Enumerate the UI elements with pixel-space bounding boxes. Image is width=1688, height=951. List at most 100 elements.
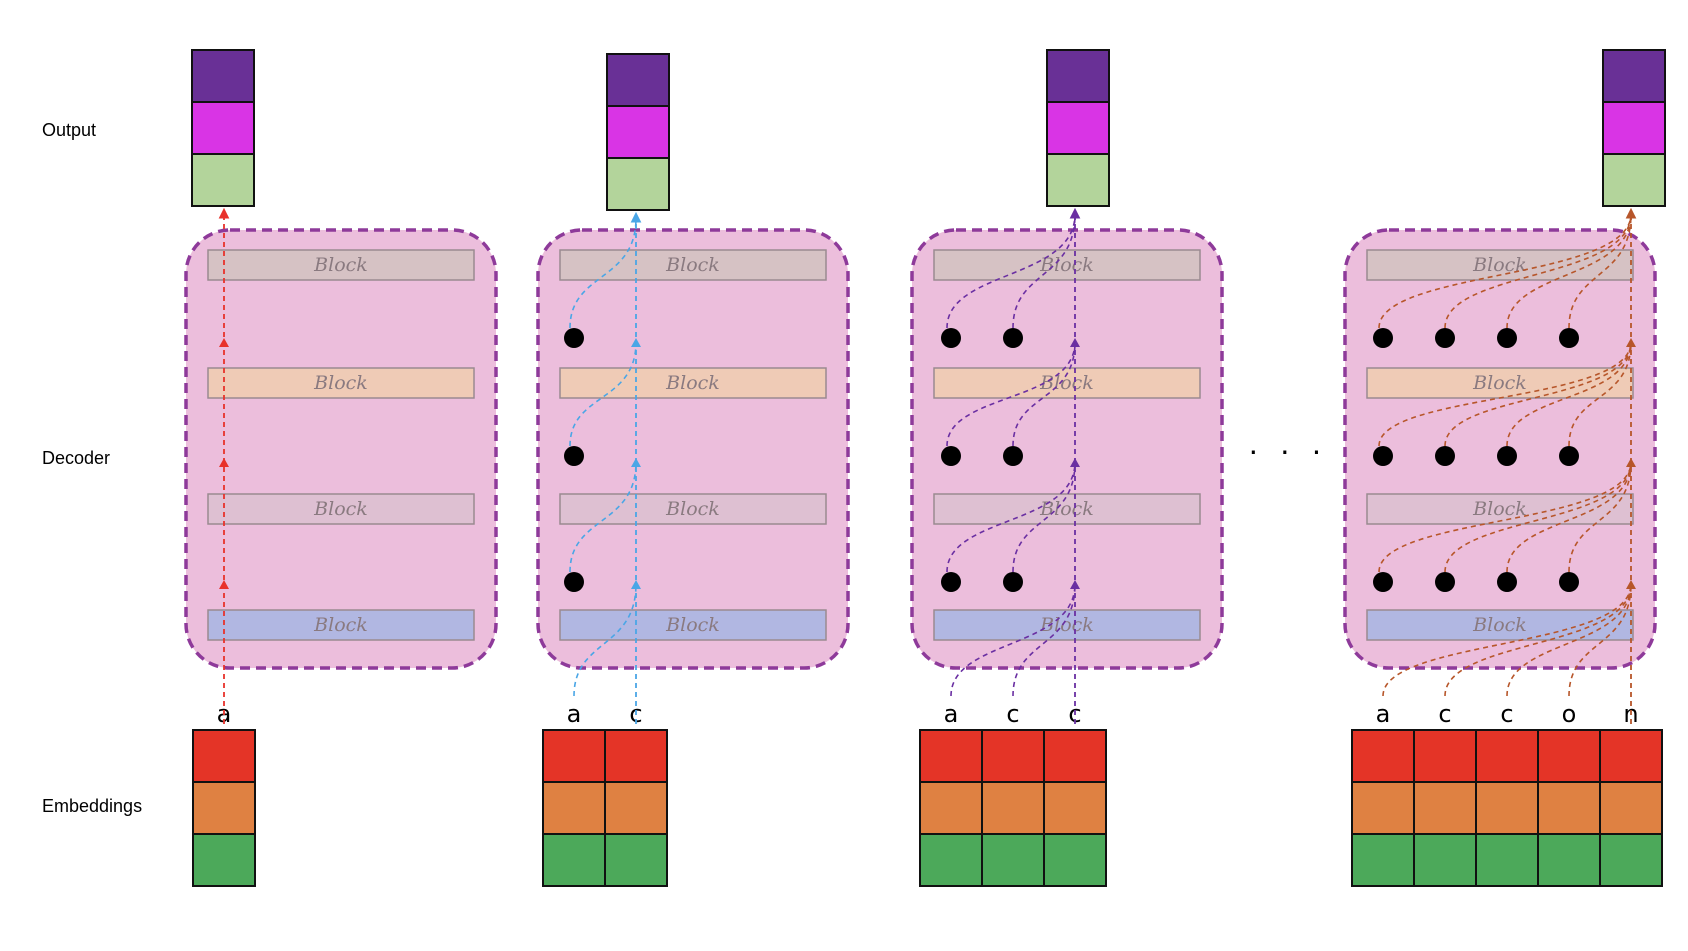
hidden-state-dot [1373,328,1393,348]
hidden-state-dot [1497,446,1517,466]
token-label: c [1006,700,1019,728]
arrowhead [1070,580,1080,589]
hidden-state-dot [1373,572,1393,592]
block-label: Block [1039,498,1094,520]
decoder-block [207,493,475,525]
embedding-cell [1599,833,1663,887]
embedding-cell [604,833,668,887]
decoder-block [933,493,1201,525]
block-label: Block [313,614,368,636]
decoder-row-label: Decoder [42,448,111,468]
embedding-cell [981,781,1045,835]
output-cell [1602,101,1666,155]
embedding-cell [604,781,668,835]
hidden-state-dot [1373,446,1393,466]
embedding-cell [1043,833,1107,887]
output-cell [606,105,670,159]
embedding-cell [1413,833,1477,887]
attention-arrow [1012,583,1076,697]
embeddings-row-label: Embeddings [42,796,143,816]
output-cell [1602,153,1666,207]
token-label: c [1500,700,1513,728]
hidden-state-dot [564,572,584,592]
embedding-cell [1475,729,1539,783]
block-label: Block [1472,498,1527,520]
embedding-cell [1413,781,1477,835]
attention-arrow [1012,461,1076,573]
embedding-cell [1599,729,1663,783]
attention-arrow [1012,213,1076,329]
embedding-cell [1351,729,1415,783]
embedding-cell [192,781,256,835]
hidden-state-dot [941,328,961,348]
hidden-state-dot [1435,572,1455,592]
embedding-cell [1043,729,1107,783]
attention-arrow [950,583,1076,697]
decoder-block [933,609,1201,641]
arrowhead [1626,580,1636,589]
attention-arrow [573,583,637,697]
block-label: Block [1472,254,1527,276]
arrowhead [631,580,641,589]
output-row-label: Output [42,120,97,140]
block-label: Block [1472,614,1527,636]
decoder-panel [184,228,498,670]
arrowhead [219,338,229,347]
block-label: Block [313,372,368,394]
embedding-cell [604,729,668,783]
arrowhead [219,580,229,589]
embedding-cell [919,781,983,835]
embedding-cell [1537,833,1601,887]
attention-arrow [569,217,637,329]
decoder-block [207,249,475,281]
attention-arrow [946,341,1076,447]
arrowhead [631,458,641,467]
output-cell [191,153,255,207]
attention-arrow [946,461,1076,573]
hidden-state-dot [941,572,961,592]
attention-arrow [1506,461,1632,573]
attention-arrow [1444,583,1632,697]
hidden-state-dot [1497,572,1517,592]
block-label: Block [665,498,720,520]
token-label: a [1376,700,1391,728]
attention-arrow [1568,583,1632,697]
token-label: a [567,700,582,728]
decoder-block [559,609,827,641]
embedding-cell [542,833,606,887]
attention-arrow [569,461,637,573]
embedding-cell [192,833,256,887]
attention-arrow [1506,213,1632,329]
arrowhead [1070,458,1080,467]
attention-arrow [1444,461,1632,573]
arrowhead [219,458,229,467]
decoder-block [1366,609,1634,641]
decoder-block [207,609,475,641]
block-label: Block [1039,254,1094,276]
attention-arrow [946,213,1076,329]
hidden-state-dot [1435,446,1455,466]
hidden-state-dot [1003,328,1023,348]
token-label: a [944,700,959,728]
block-label: Block [665,372,720,394]
attention-arrow [1568,461,1632,573]
token-label: c [1438,700,1451,728]
embedding-cell [1537,781,1601,835]
decoder-block [1366,493,1634,525]
attention-arrow [1444,213,1632,329]
token-label: o [1562,700,1577,728]
attention-arrow [569,341,637,447]
output-cell [606,157,670,211]
embedding-cell [542,729,606,783]
embedding-cell [1537,729,1601,783]
block-label: Block [1039,614,1094,636]
embedding-cell [1599,781,1663,835]
decoder-block [933,249,1201,281]
attention-arrow [1568,213,1632,329]
attention-arrow [1506,341,1632,447]
hidden-state-dot [1003,446,1023,466]
output-cell [1602,49,1666,103]
hidden-state-dot [1559,328,1579,348]
